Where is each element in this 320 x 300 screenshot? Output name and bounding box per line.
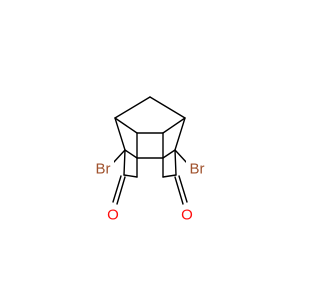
- oxygen-label: O: [107, 207, 119, 224]
- bond: [114, 96, 151, 119]
- bond: [114, 117, 138, 134]
- atom-br-right: Br: [186, 160, 207, 178]
- bond: [123, 149, 126, 176]
- bond: [124, 149, 138, 159]
- bond: [112, 175, 122, 203]
- bond: [162, 174, 177, 178]
- molecule-structure-diagram: Br Br O O: [0, 0, 300, 300]
- bond: [174, 176, 184, 205]
- oxygen-label: O: [181, 207, 193, 224]
- bond: [162, 149, 176, 159]
- bromine-label: Br: [96, 161, 111, 178]
- label-backdrop: [106, 206, 120, 224]
- bond: [178, 175, 188, 203]
- atom-br-left: Br: [93, 160, 114, 178]
- atom-o-left: O: [106, 206, 120, 224]
- bond: [114, 117, 126, 151]
- bond: [162, 117, 186, 134]
- bond: [174, 149, 177, 176]
- bond: [112, 149, 126, 164]
- bond: [123, 174, 138, 178]
- bond-skeleton: [112, 96, 188, 205]
- bond: [174, 149, 188, 164]
- atom-o-right: O: [180, 206, 194, 224]
- bond: [149, 96, 186, 119]
- bond: [174, 117, 186, 151]
- label-backdrop: [180, 206, 194, 224]
- label-backdrop: [93, 160, 114, 178]
- canvas-background: [0, 0, 300, 300]
- label-backdrop: [186, 160, 207, 178]
- atom-labels: Br Br O O: [93, 160, 207, 224]
- bond: [116, 176, 126, 205]
- bromine-label: Br: [190, 161, 205, 178]
